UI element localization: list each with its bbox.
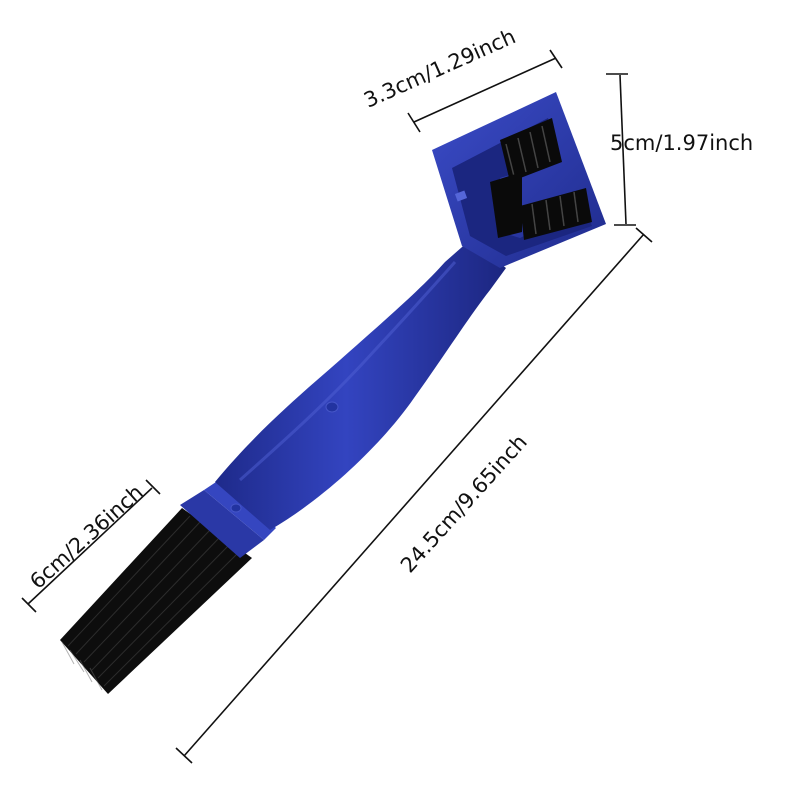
brush-head [432, 92, 606, 268]
head-width-line [413, 57, 557, 123]
dimension-lines [21, 49, 653, 764]
total-length-line [183, 233, 645, 757]
flat-bristle-brush [60, 508, 252, 694]
head-width-label: 3.3cm/1.29inch [360, 24, 519, 112]
total-length-label: 24.5cm/9.65inch [396, 430, 532, 577]
brush-handle [215, 240, 506, 530]
head-height-label: 5cm/1.97inch [610, 131, 753, 155]
brush-width-line [27, 487, 153, 605]
head-height-line [619, 74, 627, 225]
